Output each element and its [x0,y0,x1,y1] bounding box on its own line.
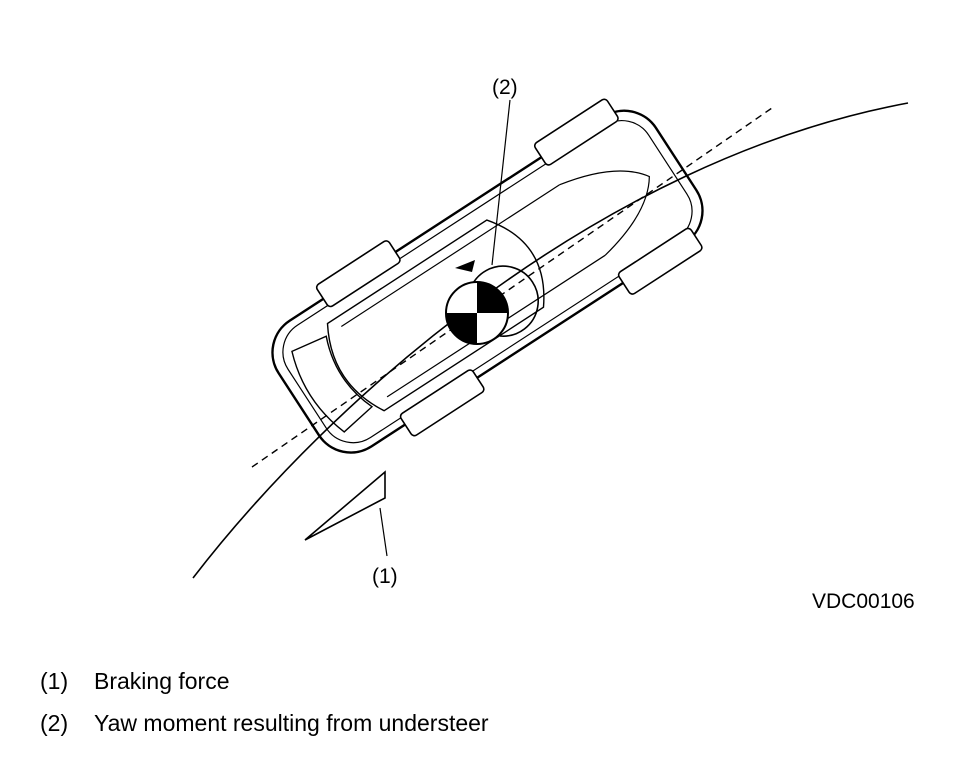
callout-1-label: (1) [372,565,398,588]
callout-2-label: (2) [492,76,518,99]
callout-1-leader [379,507,388,557]
figure-id: VDC00106 [812,590,915,613]
legend-text: Braking force [94,668,230,694]
wheel-rear-right [399,369,485,437]
car-outline [271,109,704,454]
wheel-rear-left [315,240,401,308]
legend: (1) Braking force (2) Yaw moment resulti… [40,660,489,744]
legend-number: (1) [40,668,69,694]
center-of-gravity-symbol [445,281,509,345]
callout-2-leader [491,99,511,266]
wheel-front-right [617,227,703,295]
road-path-curve [192,102,909,579]
car-cabin [326,219,545,412]
yaw-arrow-head [455,260,475,272]
legend-text: Yaw moment resulting from understeer [94,710,489,736]
vehicle-dynamics-diagram: (2) (1) [192,76,909,588]
yaw-moment-arc [469,265,539,337]
legend-item: (1) Braking force [40,660,489,702]
braking-force-arrow [304,470,386,541]
legend-item: (2) Yaw moment resulting from understeer [40,702,489,744]
vehicle-body [271,98,704,454]
vehicle-axis-dashed-line [251,107,773,468]
legend-number: (2) [40,710,69,736]
wheel-front-left [533,98,619,166]
